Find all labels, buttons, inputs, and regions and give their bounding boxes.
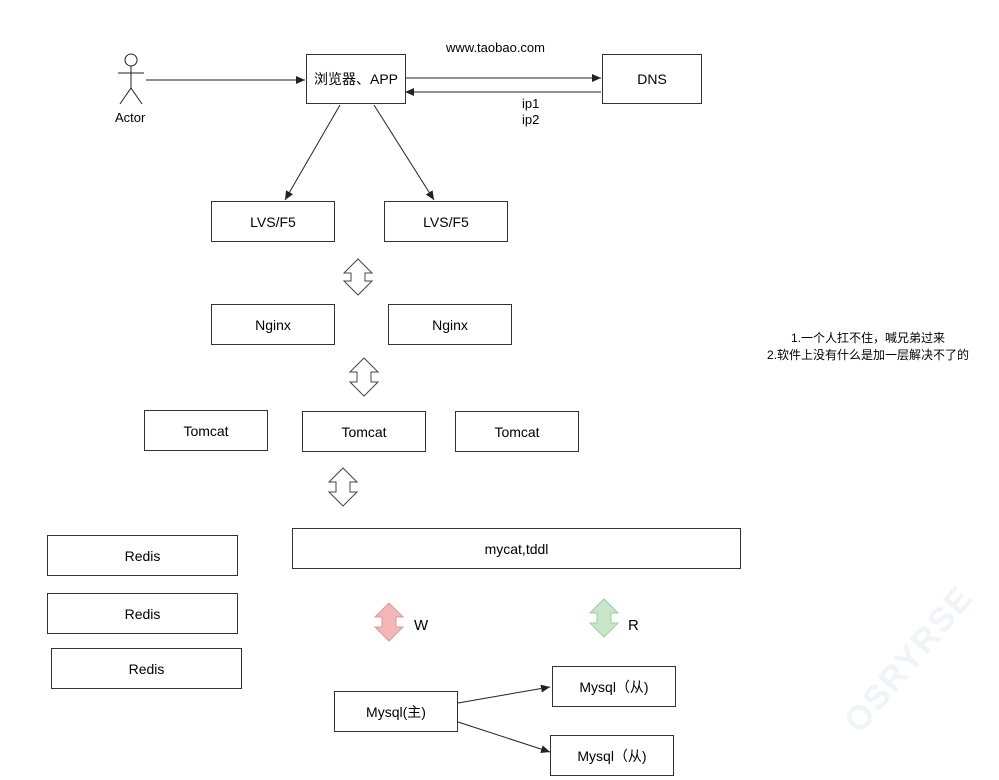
write-label: W — [414, 617, 429, 634]
client-to-lvs-left-arrow — [284, 104, 341, 201]
tomcat-box-1: Tomcat — [144, 410, 268, 451]
client-to-lvs-right-arrow — [373, 104, 435, 201]
redis-label: Redis — [124, 605, 161, 622]
lvs-label: LVS/F5 — [250, 213, 296, 230]
master-to-slave-2-arrow — [457, 721, 551, 754]
mysql-master-label: Mysql(主) — [366, 703, 426, 720]
lvs-box-1: LVS/F5 — [211, 201, 335, 242]
mysql-slave-label: Mysql（从) — [579, 678, 649, 695]
middleware-box: mycat,tddl — [292, 528, 741, 569]
nginx-label: Nginx — [255, 316, 291, 333]
dns-label: DNS — [637, 71, 667, 87]
dns-reply-ip1: ip1 — [522, 96, 540, 111]
tomcat-box-3: Tomcat — [455, 411, 579, 452]
tomcat-label: Tomcat — [494, 423, 540, 440]
read-label: R — [628, 617, 639, 634]
mysql-slave-box-1: Mysql（从) — [552, 666, 676, 707]
nginx-box-2: Nginx — [388, 304, 512, 345]
double-arrow-icon — [327, 467, 359, 507]
redis-box-3: Redis — [51, 648, 242, 689]
double-arrow-icon — [342, 258, 374, 296]
lvs-label: LVS/F5 — [423, 213, 469, 230]
redis-box-1: Redis — [47, 535, 238, 576]
tomcat-box-2: Tomcat — [302, 411, 426, 452]
master-to-slave-1-arrow — [457, 684, 551, 704]
redis-label: Redis — [128, 660, 165, 677]
mysql-master-box: Mysql(主) — [334, 691, 458, 732]
tomcat-label: Tomcat — [183, 422, 229, 439]
dns-box: DNS — [602, 54, 702, 104]
redis-box-2: Redis — [47, 593, 238, 634]
nginx-label: Nginx — [432, 316, 468, 333]
middleware-label: mycat,tddl — [484, 540, 549, 557]
double-arrow-icon — [348, 357, 380, 397]
client-box: 浏览器、APP — [306, 54, 406, 104]
note-line-1: 1.一个人扛不住，喊兄弟过来 — [790, 331, 945, 345]
mysql-slave-box-2: Mysql（从) — [550, 735, 674, 776]
actor-label: Actor — [115, 110, 146, 125]
tomcat-label: Tomcat — [341, 423, 387, 440]
actor-icon — [118, 53, 144, 105]
write-double-arrow-icon — [373, 602, 405, 642]
dns-reply-ip2: ip2 — [522, 112, 540, 127]
read-double-arrow-icon — [588, 598, 620, 638]
dns-reply-label: ip1 ip2 — [522, 96, 539, 128]
client-label: 浏览器、APP — [313, 71, 398, 87]
lvs-box-2: LVS/F5 — [384, 201, 508, 242]
notes: 1.一个人扛不住，喊兄弟过来 2.软件上没有什么是加一层解决不了的 — [748, 330, 988, 364]
dns-query-label: www.taobao.com — [446, 40, 545, 55]
note-line-2: 2.软件上没有什么是加一层解决不了的 — [766, 348, 969, 362]
nginx-box-1: Nginx — [211, 304, 335, 345]
redis-label: Redis — [124, 547, 161, 564]
mysql-slave-label: Mysql（从) — [577, 747, 647, 764]
